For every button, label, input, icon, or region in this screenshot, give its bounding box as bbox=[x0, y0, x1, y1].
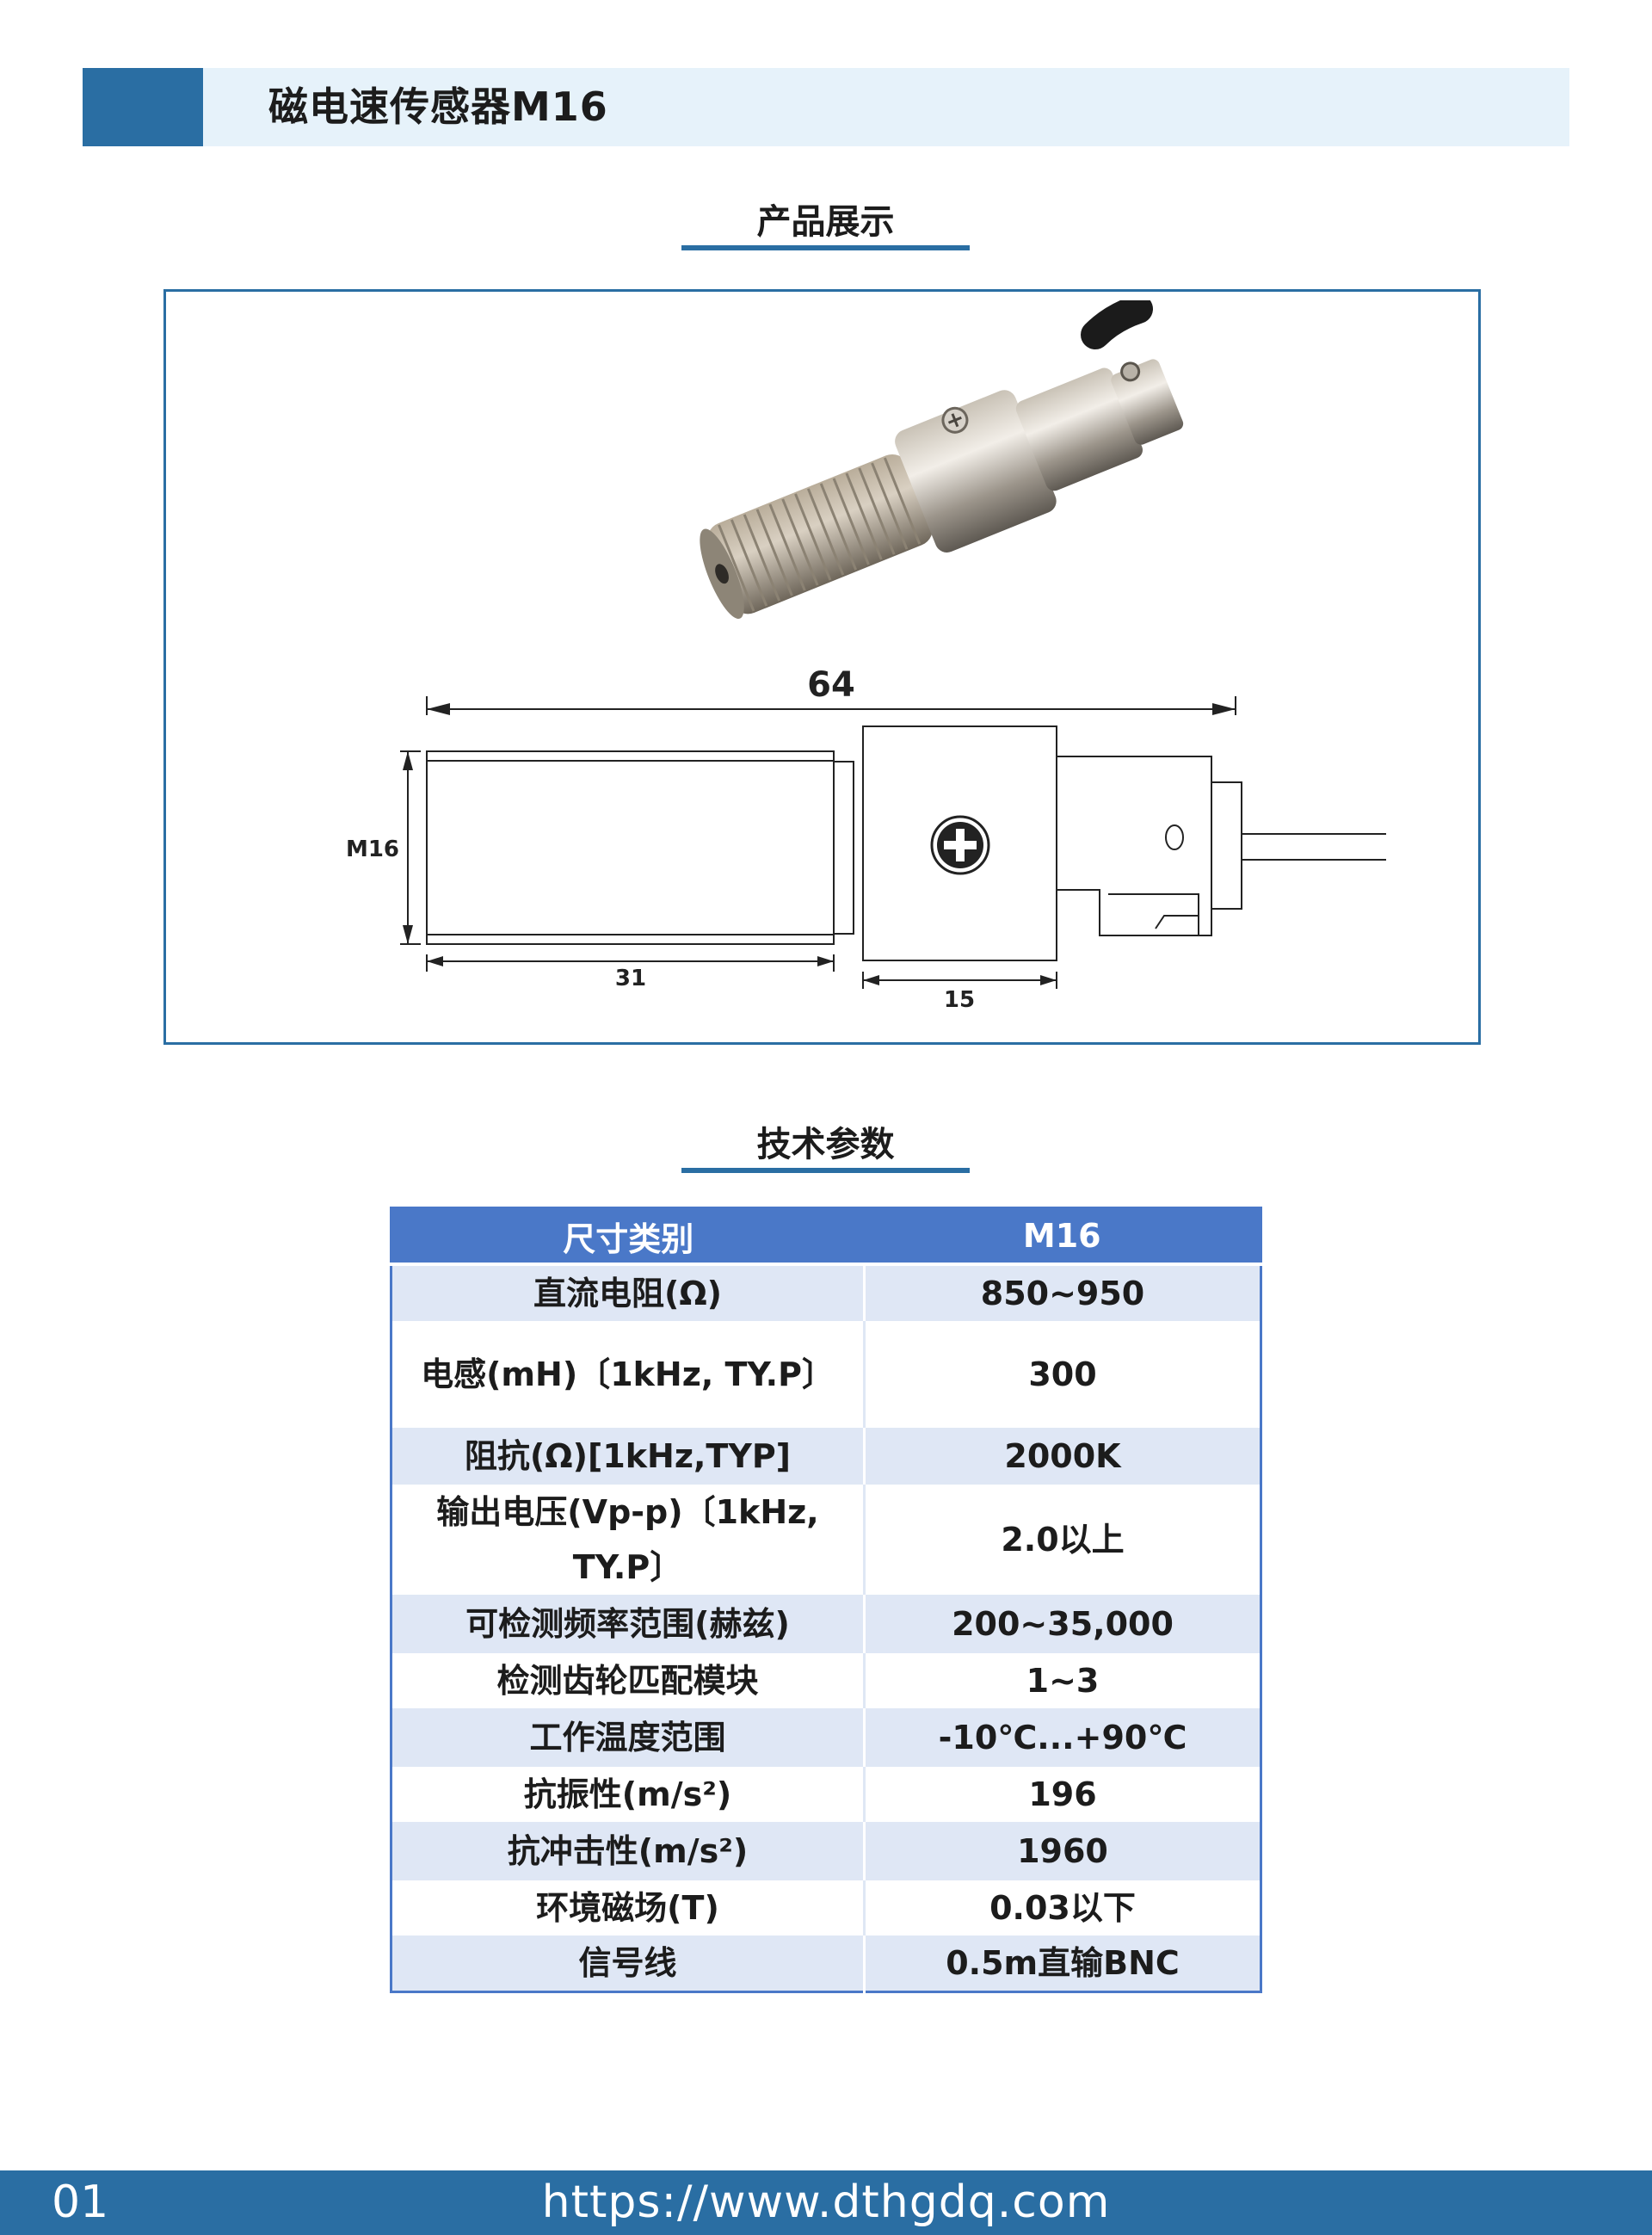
section-title-specs: 技术参数 bbox=[756, 1125, 895, 1164]
header-accent-block bbox=[83, 68, 203, 146]
spec-table: 尺寸类别 M16 直流电阻(Ω) 850~950 电感(mH)〔1kHz, TY… bbox=[390, 1207, 1262, 1993]
row-value: -10℃...+90℃ bbox=[864, 1708, 1261, 1767]
dim-body-length: 15 bbox=[944, 987, 975, 1013]
row-value: 300 bbox=[864, 1321, 1261, 1428]
row-value: 200~35,000 bbox=[864, 1595, 1261, 1653]
page-title: 磁电速传感器M16 bbox=[268, 83, 608, 130]
row-label: 抗振性(m/s²) bbox=[391, 1767, 866, 1822]
dim-overall-length: 64 bbox=[807, 665, 855, 705]
product-frame: 64 M16 31 15 bbox=[163, 289, 1481, 1045]
row-label: 抗冲击性(m/s²) bbox=[391, 1822, 866, 1880]
table-row: 信号线 0.5m直输BNC bbox=[391, 1936, 1261, 1992]
row-value: 2000K bbox=[864, 1428, 1261, 1485]
product-photo bbox=[700, 300, 1184, 619]
dim-thread-length: 31 bbox=[615, 966, 646, 991]
table-header-size-category: 尺寸类别 bbox=[391, 1207, 865, 1266]
row-value: 196 bbox=[864, 1767, 1261, 1822]
row-value: 1~3 bbox=[864, 1653, 1261, 1708]
row-value: 0.5m直输BNC bbox=[864, 1936, 1261, 1992]
row-label: 工作温度范围 bbox=[391, 1708, 866, 1767]
table-row: 检测齿轮匹配模块 1~3 bbox=[391, 1653, 1261, 1708]
page-number: 01 bbox=[52, 2176, 109, 2228]
dimension-drawing: 64 M16 31 15 bbox=[346, 665, 1386, 1013]
row-label: 阻抗(Ω)[1kHz,TYP] bbox=[391, 1428, 866, 1485]
row-value: 2.0以上 bbox=[864, 1485, 1261, 1595]
row-label: 信号线 bbox=[391, 1936, 866, 1992]
dim-thread-label: M16 bbox=[346, 837, 399, 862]
row-label: 电感(mH)〔1kHz, TY.P〕 bbox=[391, 1321, 866, 1428]
row-label: 输出电压(Vp-p)〔1kHz, TY.P〕 bbox=[391, 1485, 866, 1595]
table-row: 阻抗(Ω)[1kHz,TYP] 2000K bbox=[391, 1428, 1261, 1485]
row-value: 850~950 bbox=[864, 1264, 1261, 1321]
table-row: 直流电阻(Ω) 850~950 bbox=[391, 1264, 1261, 1321]
table-row: 可检测频率范围(赫兹) 200~35,000 bbox=[391, 1595, 1261, 1653]
row-label: 检测齿轮匹配模块 bbox=[391, 1653, 866, 1708]
table-row: 电感(mH)〔1kHz, TY.P〕 300 bbox=[391, 1321, 1261, 1428]
row-label: 可检测频率范围(赫兹) bbox=[391, 1595, 866, 1653]
footer-bar: https://www.dthgdq.com 01 bbox=[0, 2170, 1652, 2235]
table-row: 输出电压(Vp-p)〔1kHz, TY.P〕 2.0以上 bbox=[391, 1485, 1261, 1595]
row-label: 环境磁场(T) bbox=[391, 1880, 866, 1936]
table-row: 抗冲击性(m/s²) 1960 bbox=[391, 1822, 1261, 1880]
section-underline-product bbox=[681, 245, 970, 250]
section-underline-specs bbox=[681, 1168, 970, 1173]
website-link[interactable]: https://www.dthgdq.com bbox=[541, 2176, 1111, 2228]
section-title-product: 产品展示 bbox=[756, 202, 895, 242]
row-value: 0.03以下 bbox=[864, 1880, 1261, 1936]
table-row: 工作温度范围 -10℃...+90℃ bbox=[391, 1708, 1261, 1767]
row-label: 直流电阻(Ω) bbox=[391, 1264, 866, 1321]
table-header-row: 尺寸类别 M16 bbox=[391, 1207, 1261, 1266]
header-band bbox=[83, 68, 1569, 146]
table-header-model: M16 bbox=[864, 1207, 1261, 1266]
table-row: 抗振性(m/s²) 196 bbox=[391, 1767, 1261, 1822]
table-row: 环境磁场(T) 0.03以下 bbox=[391, 1880, 1261, 1936]
row-value: 1960 bbox=[864, 1822, 1261, 1880]
